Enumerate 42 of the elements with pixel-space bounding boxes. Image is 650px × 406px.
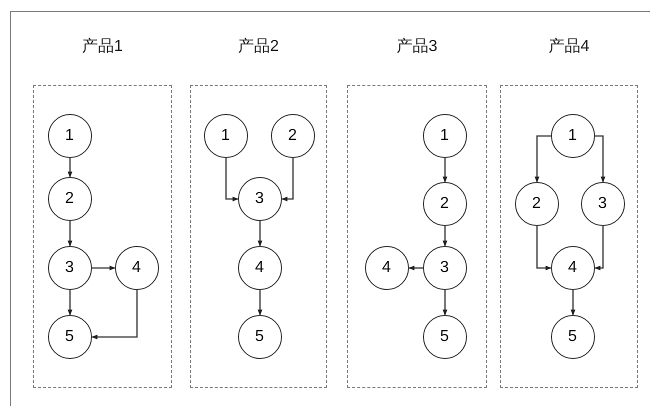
step-circle: 1	[204, 114, 248, 158]
arrow	[595, 135, 606, 183]
group-heading: 产品1	[81, 36, 124, 57]
step-circle: 2	[422, 182, 466, 226]
step-circle: 5	[422, 314, 466, 358]
step-circle: 3	[422, 246, 466, 290]
arrow	[594, 226, 604, 270]
step-circle: 1	[48, 114, 92, 158]
step-circle: 4	[238, 246, 282, 290]
arrow	[442, 158, 448, 183]
step-circle: 3	[48, 246, 92, 290]
arrow	[258, 290, 262, 316]
arrow	[92, 266, 116, 270]
step-circle: 5	[48, 314, 92, 358]
arrow	[68, 158, 72, 178]
group-heading: 产品2	[237, 36, 280, 57]
step-circle: 3	[238, 176, 282, 220]
arrow	[536, 226, 552, 270]
step-circle: 4	[364, 246, 408, 290]
arrow	[570, 290, 576, 316]
arrow	[225, 158, 239, 202]
arrow	[442, 226, 448, 247]
step-circle: 3	[580, 182, 624, 226]
group-heading: 产品4	[548, 36, 590, 57]
step-circle: 4	[114, 246, 158, 290]
arrow	[408, 266, 423, 270]
step-circle: 2	[270, 114, 314, 158]
arrow	[91, 290, 138, 340]
arrow	[68, 290, 72, 316]
step-circle: 2	[48, 176, 92, 220]
step-circle: 1	[422, 114, 466, 158]
arrow	[442, 290, 448, 316]
arrow	[281, 158, 294, 202]
step-circle: 5	[550, 314, 594, 358]
arrow	[258, 221, 262, 247]
step-circle: 5	[238, 314, 282, 358]
step-circle: 4	[550, 246, 594, 290]
arrow	[534, 135, 551, 183]
group-heading: 产品3	[396, 36, 438, 57]
arrow	[68, 221, 72, 247]
step-circle: 2	[514, 182, 558, 226]
step-circle: 1	[550, 114, 594, 158]
